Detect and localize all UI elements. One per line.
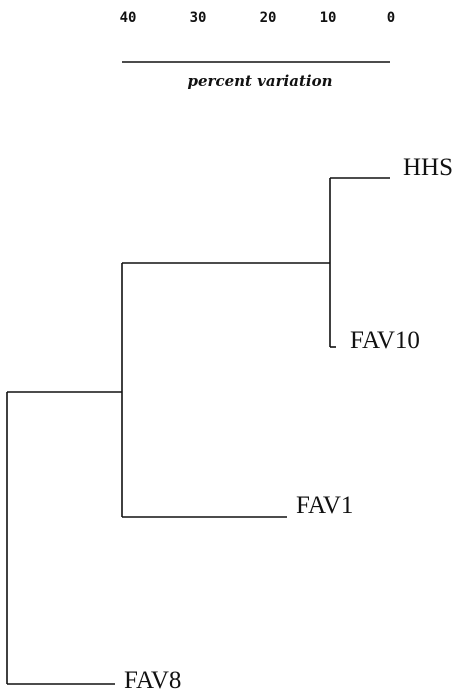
scale-ticks: 40 30 20 10 0 <box>120 10 396 26</box>
scale-tick-0: 0 <box>387 10 395 26</box>
leaf-labels: HHS FAV10 FAV1 FAV8 <box>124 154 453 694</box>
scale-tick-40: 40 <box>120 10 137 26</box>
scale-tick-10: 10 <box>320 10 337 26</box>
tree-branches <box>6 177 390 685</box>
leaf-label-fav8: FAV8 <box>124 667 181 694</box>
scale-tick-20: 20 <box>260 10 277 26</box>
scale-title: percent variation <box>188 72 333 90</box>
leaf-label-fav1: FAV1 <box>296 492 353 519</box>
leaf-label-fav10: FAV10 <box>350 327 420 354</box>
scale-tick-30: 30 <box>190 10 207 26</box>
leaf-label-hhs: HHS <box>403 154 453 181</box>
